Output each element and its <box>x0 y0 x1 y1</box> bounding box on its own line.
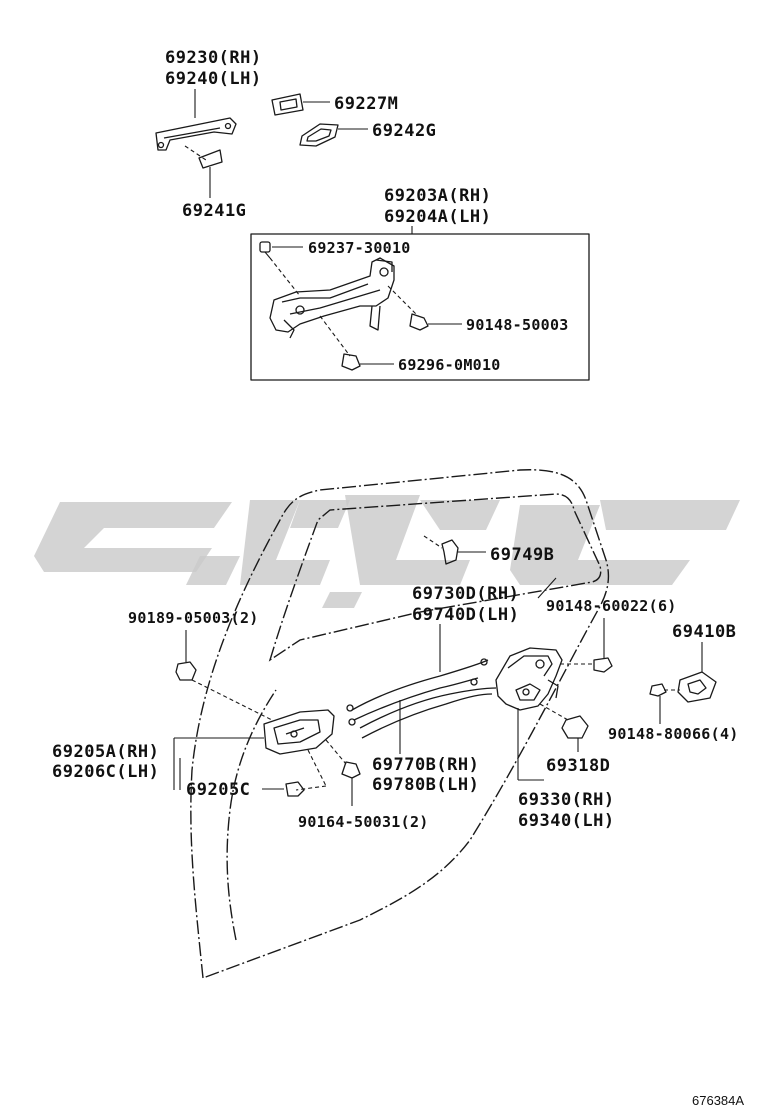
screw-90148-60022-group: 90148-60022(6) <box>546 597 677 673</box>
label-frame-lh: 69204A(LH) <box>384 207 491 227</box>
screw-90148-80066-part <box>649 683 667 697</box>
part-69205c-group: 69205C <box>186 780 305 800</box>
clip-69749b-part <box>441 539 459 565</box>
label-69296: 69296-0M010 <box>398 356 501 374</box>
grommet-90189-group: 90189-05003(2) <box>128 609 273 721</box>
label-rod-lh: 69780B(LH) <box>372 775 479 795</box>
cable-lower <box>353 677 479 721</box>
screw-69237-part <box>259 241 271 259</box>
screw-90164-part <box>341 761 361 779</box>
label-frame-rh: 69203A(RH) <box>384 186 491 206</box>
label-lock-rh: 69330(RH) <box>518 790 615 810</box>
grommet-90189-part <box>175 661 197 681</box>
label-lock-lh: 69340(LH) <box>518 811 615 831</box>
gasket-69242g-part <box>299 123 339 147</box>
label-90148-80066: 90148-80066(4) <box>608 725 739 743</box>
label-inner-rh: 69205A(RH) <box>52 742 159 762</box>
label-handle-rh: 69230(RH) <box>165 48 262 68</box>
frame-group: 69203A(RH) 69204A(LH) 69237-30010 <box>250 186 590 381</box>
striker-69410b-group: 69410B 90148-80066(4) <box>608 622 739 743</box>
label-90148-50003: 90148-50003 <box>466 316 569 334</box>
screw-90148-60022-part <box>593 657 613 673</box>
label-cable-lh: 69740D(LH) <box>412 605 519 625</box>
screw-90164-group: 90164-50031(2) <box>298 739 429 831</box>
label-69205c: 69205C <box>186 780 250 800</box>
handle-frame-part <box>269 257 395 339</box>
cap-69227m-part <box>271 93 304 116</box>
rod-upper <box>359 687 497 729</box>
clip-69749b-group: 69749B <box>423 535 554 565</box>
label-90189: 90189-05003(2) <box>128 609 259 627</box>
label-69410b: 69410B <box>672 622 736 642</box>
pad-69241g-part <box>198 149 223 169</box>
rod-lower <box>361 693 493 739</box>
label-cable-rh: 69730D(RH) <box>412 584 519 604</box>
cap-69318d-group: 69318D <box>546 715 610 776</box>
inner-handle-part <box>263 709 335 755</box>
inner-handle-group: 69205A(RH) 69206C(LH) <box>52 709 335 791</box>
label-90164: 90164-50031(2) <box>298 813 429 831</box>
cap-69318d-part <box>561 715 589 739</box>
frame-box <box>250 233 590 381</box>
part-69205c <box>285 781 305 797</box>
label-handle-lh: 69240(LH) <box>165 69 262 89</box>
lock-assembly-group: 69330(RH) 69340(LH) <box>495 647 615 831</box>
cable-group: 69730D(RH) 69740D(LH) <box>346 577 557 739</box>
label-69242g: 69242G <box>372 121 436 141</box>
label-69227m: 69227M <box>334 94 398 114</box>
screw-90148-50003-part <box>409 313 429 331</box>
watermark-logo <box>34 495 740 608</box>
label-90148-60022: 90148-60022(6) <box>546 597 677 615</box>
label-69318d: 69318D <box>546 756 610 776</box>
label-inner-lh: 69206C(LH) <box>52 762 159 782</box>
label-rod-rh: 69770B(RH) <box>372 755 479 775</box>
outer-handle-group: 69230(RH) 69240(LH) 69241G 69227M 69242G <box>155 48 436 221</box>
diagram-code: 676384A <box>692 1093 744 1108</box>
rod-label-group: 69770B(RH) 69780B(LH) <box>372 700 479 795</box>
lock-assembly-part <box>495 647 563 711</box>
screw-69296-part <box>341 353 361 371</box>
striker-69410b-part <box>677 671 717 703</box>
cable-upper <box>351 659 489 711</box>
label-69241g: 69241G <box>182 201 246 221</box>
label-69749b: 69749B <box>490 545 554 565</box>
label-69237: 69237-30010 <box>308 239 411 257</box>
door-outline <box>190 469 610 979</box>
outer-handle-part <box>155 117 237 151</box>
